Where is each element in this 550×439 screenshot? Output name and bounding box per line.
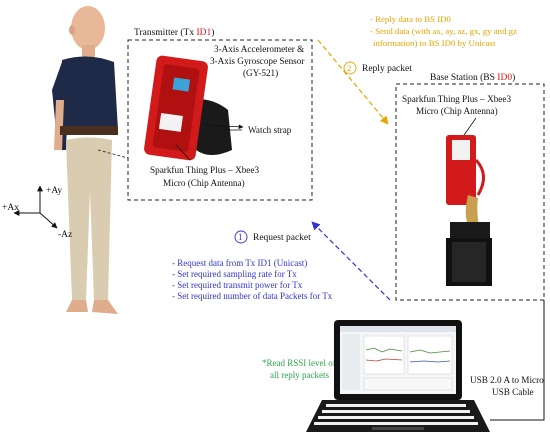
tx-board-line1: Sparkfun Thing Plus – Xbee3 (150, 165, 259, 175)
request-bullet-4: - Set required number of data Packets fo… (172, 291, 333, 301)
base-station-panel: Base Station (BS ID0) Sparkfun Thing Plu… (395, 72, 545, 301)
request-number: 1 (238, 232, 243, 242)
tx-board-line2: Micro (Chip Antenna) (163, 178, 245, 188)
ax-label: +Ax (2, 203, 19, 213)
reply-label: Reply packet (362, 64, 412, 74)
usb-line1: USB 2.0 A to Micro (470, 375, 544, 385)
transmitter-panel: Transmitter (Tx ID1) 3-Axis Acceleromete… (127, 27, 313, 201)
rssi-note-line2: all reply packets (270, 370, 329, 380)
reply-arrow (317, 39, 389, 125)
az-axis (39, 212, 58, 229)
transmitter-device-image (144, 55, 244, 161)
sensor-line1: 3-Axis Accelerometer & (214, 44, 304, 54)
bs-board-leader (461, 117, 477, 139)
az-label: -Az (58, 230, 72, 240)
request-number-circle (234, 230, 248, 244)
strap-label: Watch strap (248, 125, 292, 135)
base-station-device-image (446, 135, 492, 286)
reply-bullet-1: - Reply data to BS ID0 (370, 14, 451, 24)
bs-board-line2: Micro (Chip Antenna) (416, 106, 498, 116)
usb-cable-line (490, 300, 545, 421)
base-station-title: Base Station (BS ID0) (430, 72, 515, 83)
ay-label: +Ay (46, 186, 62, 196)
request-bullet-1: - Request data from Tx ID1 (Unicast) (172, 258, 307, 268)
reply-number: 2 (347, 63, 351, 73)
reply-packet-group: 2 Reply packet - Reply data to BS ID0 - … (317, 14, 517, 125)
base-station-box (395, 83, 545, 301)
request-label: Request packet (253, 233, 311, 243)
request-arrow (311, 221, 391, 301)
axes-indicator: +Ay +Ax -Az (2, 185, 72, 240)
wrist-connector (97, 149, 129, 159)
sensor-line3: (GY-521) (243, 68, 278, 78)
transmitter-title: Transmitter (Tx ID1) (134, 27, 214, 38)
reply-bullet-3: information) to BS ID0 by Unicast (373, 38, 496, 48)
laptop-image (306, 320, 490, 432)
transmitter-box (127, 39, 313, 201)
board-leader (175, 144, 191, 161)
sensor-line2: 3-Axis Gyroscope Sensor (210, 56, 304, 66)
human-figure (52, 6, 118, 314)
rssi-note-line1: *Read RSSI level of (262, 358, 336, 368)
reply-number-circle (343, 61, 357, 75)
bs-board-line1: Sparkfun Thing Plus – Xbee3 (402, 94, 511, 104)
usb-line2: USB Cable (492, 387, 534, 397)
reply-bullet-2: - Send data (with ax, ay, az, gx, gy and… (370, 26, 517, 36)
request-packet-group: 1 Request packet - Request data from Tx … (172, 221, 391, 301)
request-bullet-2: - Set required sampling rate for Tx (172, 269, 297, 279)
request-bullet-3: - Set required transmit power for Tx (172, 280, 303, 290)
